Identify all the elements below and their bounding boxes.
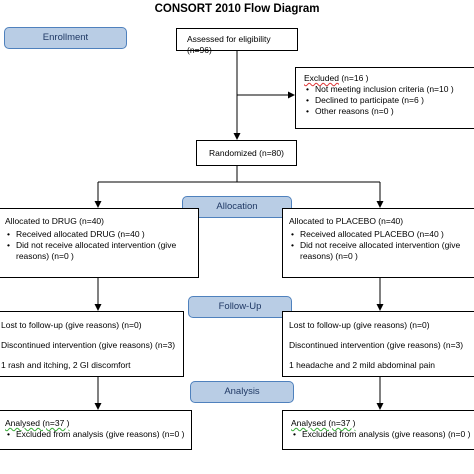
stage-enrollment: Enrollment (4, 27, 127, 49)
excluded-item: Other reasons (n=0 ) (304, 106, 470, 117)
drug-allocation-box: Allocated to DRUG (n=40) Received alloca… (0, 208, 199, 278)
placebo-reasons: 1 headache and 2 mild abdominal pain (289, 360, 436, 370)
placebo-received: Received allocated PLACEBO (n=40 ) (289, 229, 471, 240)
randomized-box: Randomized (n=80) (196, 140, 297, 166)
placebo-followup-box: Lost to follow-up (give reasons) (n=0) D… (282, 311, 474, 377)
placebo-lost: Lost to follow-up (give reasons) (n=0) (289, 320, 430, 330)
drug-allocated: Allocated to DRUG (n=40) (5, 216, 104, 226)
page-title: CONSORT 2010 Flow Diagram (154, 3, 320, 15)
drug-excluded-analysis: Excluded from analysis (give reasons) (n… (5, 429, 187, 440)
stage-analysis: Analysis (190, 381, 294, 403)
assessed-box: Assessed for eligibility (n=96) (176, 28, 298, 55)
assessed-text: Assessed for eligibility (n=96) (187, 34, 271, 55)
drug-lost: Lost to follow-up (give reasons) (n=0) (1, 320, 142, 330)
excluded-label: Excluded (304, 73, 339, 83)
drug-reasons: 1 rash and itching, 2 GI discomfort (1, 360, 131, 370)
placebo-analysed: Analysed (n=37 ) (291, 418, 356, 428)
placebo-not-received: Did not receive allocated intervention (… (289, 240, 471, 262)
placebo-excluded-analysis: Excluded from analysis (give reasons) (n… (291, 429, 471, 440)
stage-followup: Follow-Up (188, 296, 292, 318)
placebo-analysed-row: Analysed (n=37 ) (291, 418, 471, 429)
drug-discontinued: Discontinued intervention (give reasons)… (1, 340, 176, 350)
excluded-item: Declined to participate (n=6 ) (304, 95, 470, 106)
drug-analysed-row: Analysed (n=37 ) (5, 418, 187, 429)
excluded-header: Excluded (n=16 ) (304, 73, 470, 84)
drug-not-received: Did not receive allocated intervention (… (5, 240, 194, 262)
drug-followup-box: Lost to follow-up (give reasons) (n=0) D… (0, 311, 184, 377)
placebo-allocated: Allocated to PLACEBO (n=40) (289, 216, 404, 226)
drug-analysed: Analysed (n=37 ) (5, 418, 70, 428)
placebo-allocation-box: Allocated to PLACEBO (n=40) Received all… (282, 208, 474, 278)
randomized-text: Randomized (n=80) (209, 148, 284, 158)
drug-received: Received allocated DRUG (n=40 ) (5, 229, 194, 240)
excluded-item: Not meeting inclusion criteria (n=10 ) (304, 84, 470, 95)
excluded-box: Excluded (n=16 ) Not meeting inclusion c… (295, 67, 474, 129)
placebo-analysis-box: Analysed (n=37 ) Excluded from analysis … (282, 410, 474, 450)
excluded-count: (n=16 ) (338, 73, 369, 83)
drug-analysis-box: Analysed (n=37 ) Excluded from analysis … (0, 410, 192, 450)
placebo-discontinued: Discontinued intervention (give reasons)… (289, 340, 464, 350)
stage-allocation: Allocation (182, 196, 292, 218)
